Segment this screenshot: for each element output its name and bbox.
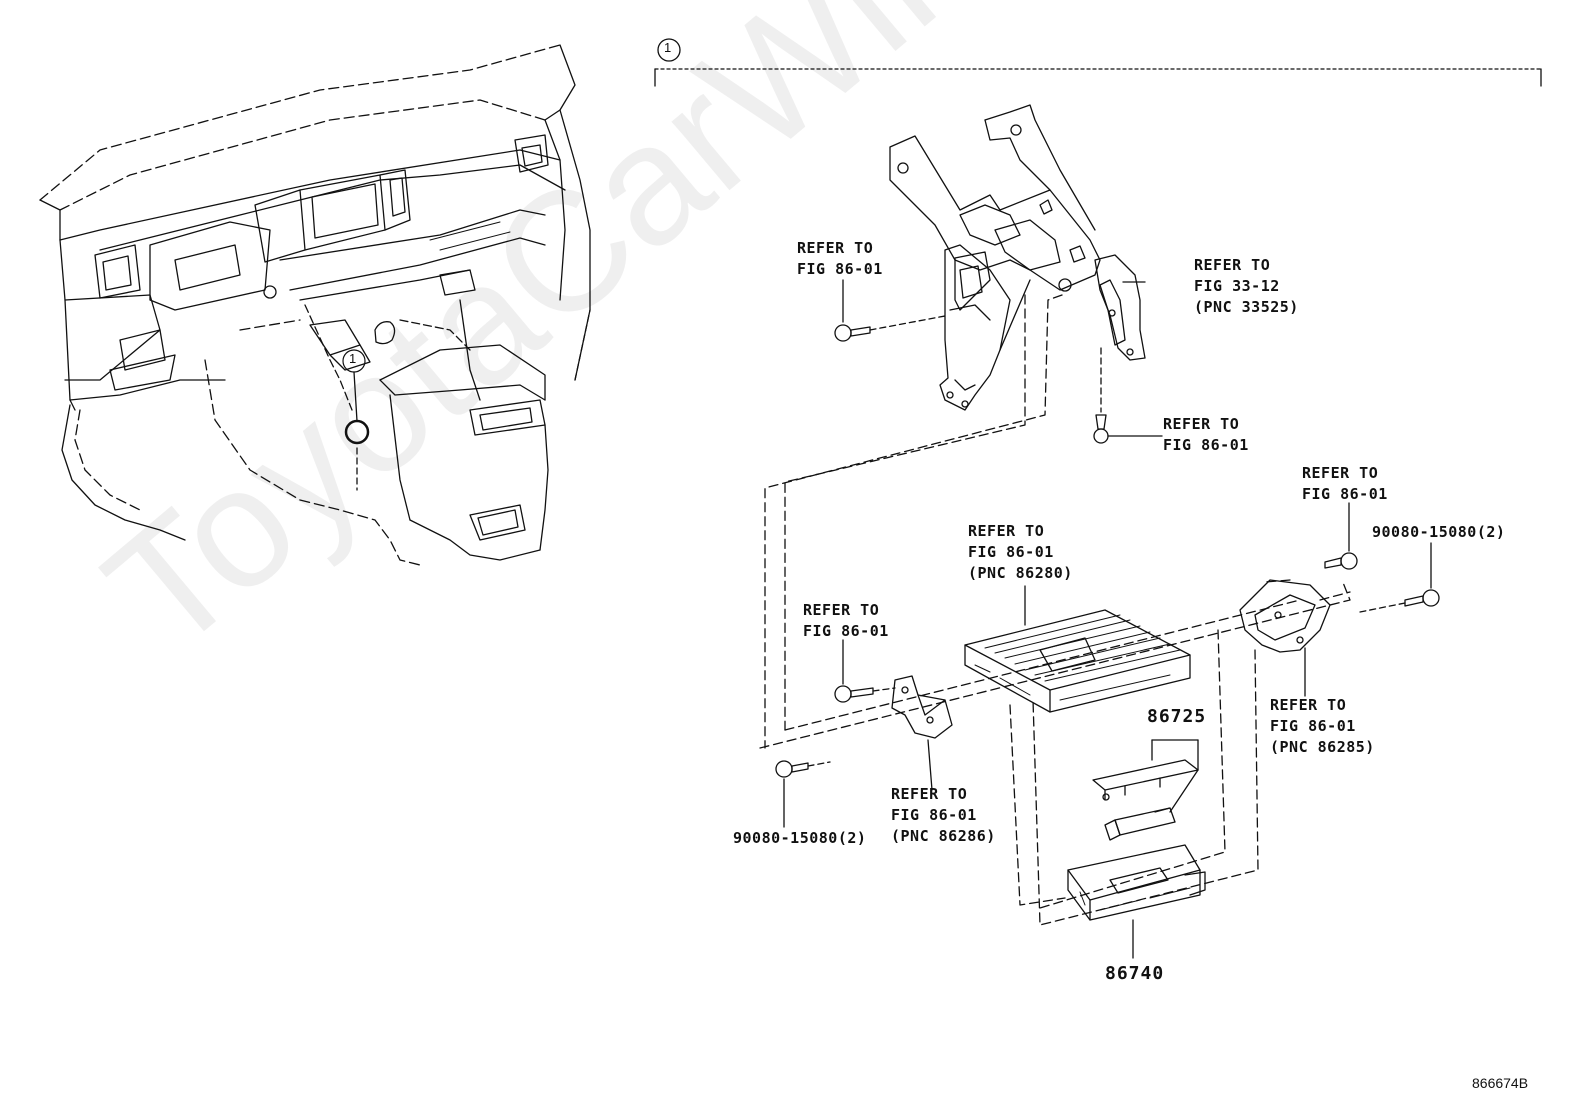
label-part-bolt-left: 90080-15080(2) bbox=[733, 829, 867, 847]
bolt-right-lower bbox=[1359, 589, 1440, 613]
part-86725-illustration bbox=[1092, 739, 1199, 841]
left-bracket-illustration bbox=[891, 675, 953, 739]
label-part-86740: 86740 bbox=[1105, 963, 1165, 984]
assembly-dimension-line bbox=[654, 38, 1542, 87]
label-refer-right-bracket: REFER TO FIG 86-01 (PNC 86285) bbox=[1270, 696, 1375, 756]
amplifier-unit-illustration bbox=[964, 585, 1191, 713]
bolt-upper-right bbox=[1093, 347, 1109, 444]
label-refer-amplifier: REFER TO FIG 86-01 (PNC 86280) bbox=[968, 522, 1073, 582]
diagram-code: 866674B bbox=[1472, 1075, 1529, 1091]
part-86740-illustration bbox=[1067, 844, 1206, 959]
assembly-guide-lines bbox=[759, 294, 1351, 926]
callout-number-assembly: 1 bbox=[664, 40, 672, 55]
label-refer-bolt-lower: REFER TO FIG 86-01 bbox=[1163, 415, 1249, 454]
bolt-upper-left bbox=[834, 315, 946, 342]
label-refer-left-bracket: REFER TO FIG 86-01 (PNC 86286) bbox=[891, 785, 996, 845]
label-refer-top-right: REFER TO FIG 86-01 bbox=[1302, 464, 1388, 503]
bolt-right-upper bbox=[1324, 552, 1358, 570]
label-refer-bracket-left: REFER TO FIG 86-01 bbox=[797, 239, 883, 278]
mounting-bracket-illustration bbox=[889, 104, 1146, 411]
callout-number-dashboard: 1 bbox=[349, 351, 357, 366]
label-part-bolt-right: 90080-15080(2) bbox=[1372, 523, 1506, 541]
right-bracket-illustration bbox=[1239, 579, 1331, 653]
label-refer-left-bolt: REFER TO FIG 86-01 bbox=[803, 601, 889, 640]
bolt-left-lower bbox=[775, 760, 831, 778]
bolt-left-mid bbox=[834, 685, 896, 703]
label-refer-bracket-right: REFER TO FIG 33-12 (PNC 33525) bbox=[1194, 256, 1299, 316]
label-part-86725: 86725 bbox=[1147, 706, 1207, 727]
dashboard-overview-illustration bbox=[39, 44, 591, 566]
